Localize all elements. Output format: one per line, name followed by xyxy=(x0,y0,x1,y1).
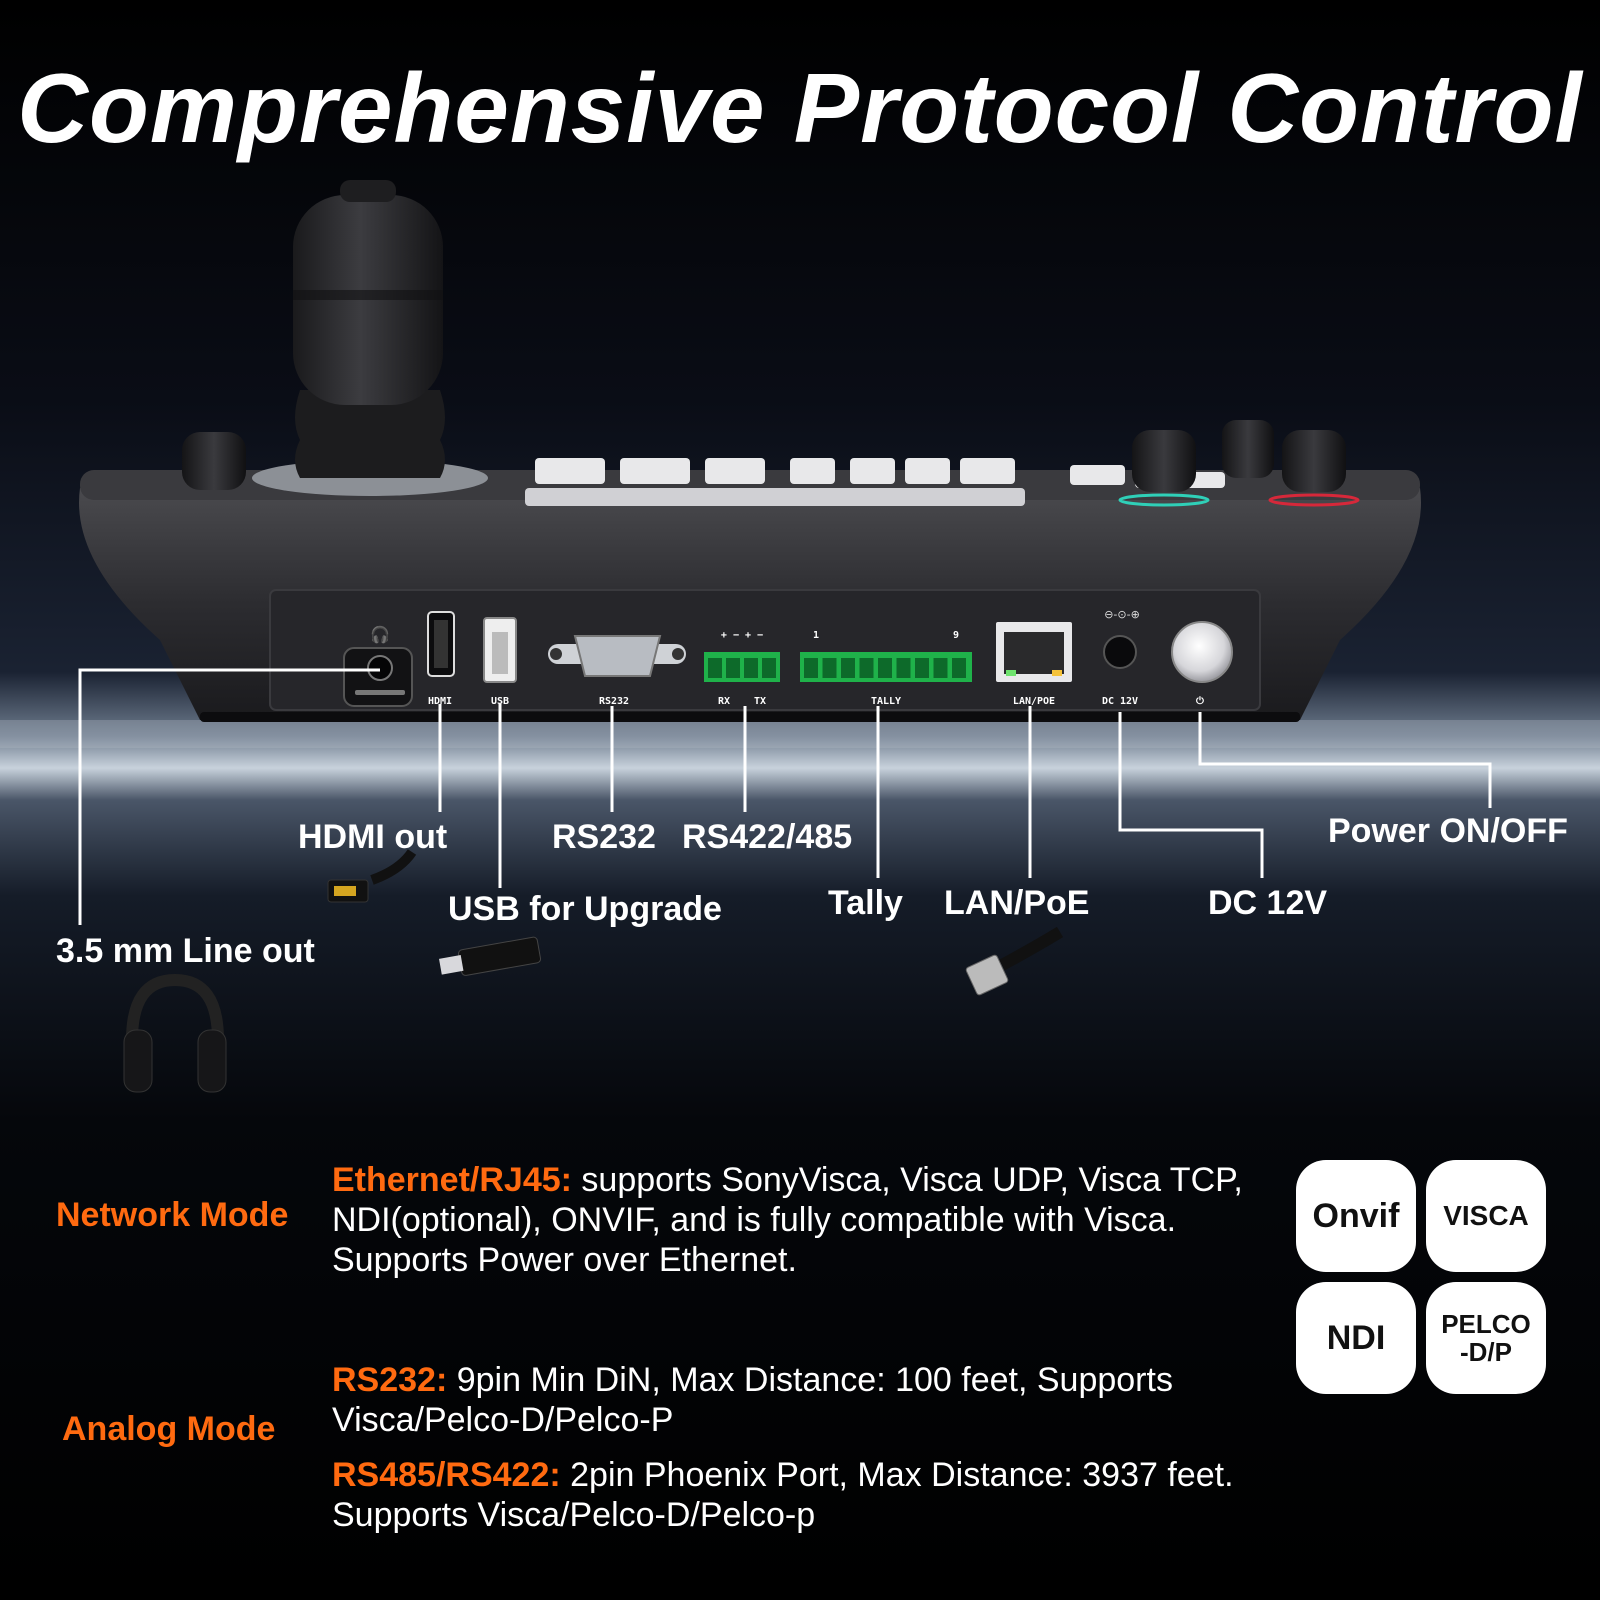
port-label-tx: TX xyxy=(754,696,766,707)
callout-hdmi-out: HDMI out xyxy=(298,818,448,856)
network-mode-description: Ethernet/RJ45: supports SonyVisca, Visca… xyxy=(332,1160,1292,1280)
hdmi-cable-icon xyxy=(327,849,417,903)
callout-lan-poe: LAN/PoE xyxy=(944,884,1090,922)
callout-tally: Tally xyxy=(828,884,903,922)
tally-pin xyxy=(841,658,855,678)
svg-text:🎧: 🎧 xyxy=(370,625,390,644)
rs232-text: 9pin Min DiN, Max Distance: 100 feet, Su… xyxy=(332,1361,1173,1439)
badge-visca: VISCA xyxy=(1426,1160,1546,1272)
port-label-dc: DC 12V xyxy=(1102,696,1138,707)
port-label-rx: RX xyxy=(718,696,730,707)
ethernet-text: supports SonyVisca, Visca UDP, Visca TCP… xyxy=(332,1161,1243,1279)
tally-pin xyxy=(878,658,892,678)
badge-pelco: PELCO -D/P xyxy=(1426,1282,1546,1394)
ethernet-cable-icon xyxy=(965,926,1064,996)
port-label-tally: TALLY xyxy=(871,696,901,707)
rs485-key: RS485/RS422: xyxy=(332,1456,561,1494)
ethernet-key: Ethernet/RJ45: xyxy=(332,1161,572,1199)
badge-onvif: Onvif xyxy=(1296,1160,1416,1272)
headphones-icon xyxy=(123,973,227,1093)
port-label-usb: USB xyxy=(491,696,509,707)
rs232-description: RS232: 9pin Min DiN, Max Distance: 100 f… xyxy=(332,1360,1292,1440)
tally-pin xyxy=(822,658,837,678)
port-label-lan: LAN/POE xyxy=(1013,696,1055,707)
page-title: Comprehensive Protocol Control xyxy=(17,53,1583,163)
callout-line-out: 3.5 mm Line out xyxy=(56,932,315,970)
rs485-description: RS485/RS422: 2pin Phoenix Port, Max Dist… xyxy=(332,1455,1292,1535)
rs485-text: 2pin Phoenix Port, Max Distance: 3937 fe… xyxy=(332,1456,1234,1534)
tally-pin xyxy=(859,658,874,678)
tally-pin xyxy=(896,658,911,678)
svg-text:⊖-⊙-⊕: ⊖-⊙-⊕ xyxy=(1104,608,1140,621)
tally-pin xyxy=(804,658,818,678)
callout-usb-upgrade: USB for Upgrade xyxy=(448,890,722,928)
rs232-key: RS232: xyxy=(332,1361,448,1399)
callout-dc12v: DC 12V xyxy=(1208,884,1328,922)
usb-stick-icon xyxy=(439,936,542,976)
badge-ndi: NDI xyxy=(1296,1282,1416,1394)
callout-rs422: RS422/485 xyxy=(682,818,853,856)
network-mode-label: Network Mode xyxy=(56,1196,289,1234)
port-label-rs-signs: + − + − xyxy=(721,630,763,641)
tally-pin xyxy=(933,658,948,678)
port-label-tally-start: 1 xyxy=(813,630,819,641)
tally-pin xyxy=(952,658,966,678)
tally-pin xyxy=(915,658,929,678)
callout-rs232: RS232 xyxy=(552,818,656,856)
port-label-rs232: RS232 xyxy=(599,696,629,707)
port-label-power: ⏻ xyxy=(1196,695,1204,707)
port-label-hdmi: HDMI xyxy=(428,696,452,707)
callout-power: Power ON/OFF xyxy=(1328,812,1568,850)
analog-mode-label: Analog Mode xyxy=(62,1410,276,1448)
port-label-tally-end: 9 xyxy=(953,630,959,641)
